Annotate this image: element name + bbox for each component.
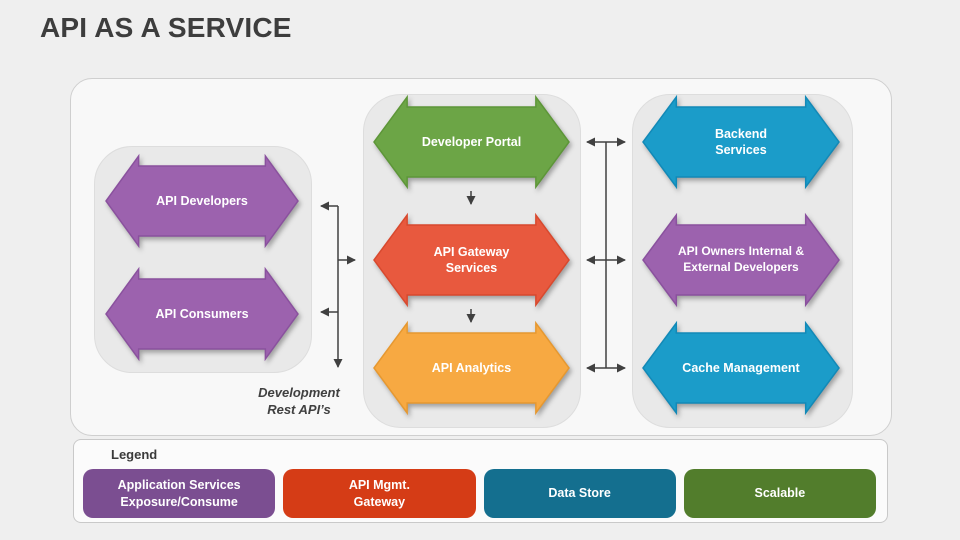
- double-arrow-icon: [642, 320, 840, 416]
- shape-label: API Developers: [156, 193, 248, 208]
- double-arrow-icon: [642, 94, 840, 190]
- double-arrow-icon: [373, 320, 570, 416]
- legend-chip-scalable: Scalable: [683, 469, 876, 518]
- double-arrow-icon: [373, 212, 570, 308]
- shape-label: Backend Services: [714, 126, 768, 157]
- double-arrow-icon: [373, 94, 570, 190]
- double-arrow-icon: [105, 266, 299, 362]
- shape-api-owners-developers: API Owners Internal & External Developer…: [642, 212, 840, 308]
- shape-label: Developer Portal: [421, 134, 522, 149]
- page-title: API AS A SERVICE: [40, 12, 292, 43]
- shape-api-gateway-services: API Gateway Services: [373, 212, 570, 308]
- legend-chip-application-services: Application Services Exposure/Consume: [83, 469, 276, 518]
- legend-items: Application Services Exposure/Consume AP…: [83, 469, 876, 518]
- double-arrow-icon: [642, 212, 840, 308]
- shape-api-analytics: API Analytics: [373, 320, 570, 416]
- shape-label: API Consumers: [155, 306, 249, 321]
- shape-api-consumers: API Consumers: [105, 266, 299, 362]
- shape-cache-management: Cache Management: [642, 320, 840, 416]
- legend-title: Legend: [111, 447, 158, 462]
- shape-developer-portal: Developer Portal: [373, 94, 570, 190]
- shape-label: API Analytics: [431, 360, 512, 375]
- shape-api-developers: API Developers: [105, 153, 299, 249]
- diagram-canvas: API Developers API Consumers Developer P…: [70, 78, 892, 436]
- shape-label: API Gateway Services: [433, 244, 510, 275]
- shape-label: Cache Management: [682, 360, 800, 375]
- legend-box: Legend Application Services Exposure/Con…: [73, 439, 888, 523]
- shape-label: API Owners Internal & External Developer…: [677, 244, 805, 274]
- legend-chip-api-mgmt-gateway: API Mgmt. Gateway: [283, 469, 476, 518]
- double-arrow-icon: [105, 153, 299, 249]
- annotation-development-rest-apis: Development Rest API’s: [258, 385, 340, 417]
- legend-chip-data-store: Data Store: [483, 469, 676, 518]
- shape-backend-services: Backend Services: [642, 94, 840, 190]
